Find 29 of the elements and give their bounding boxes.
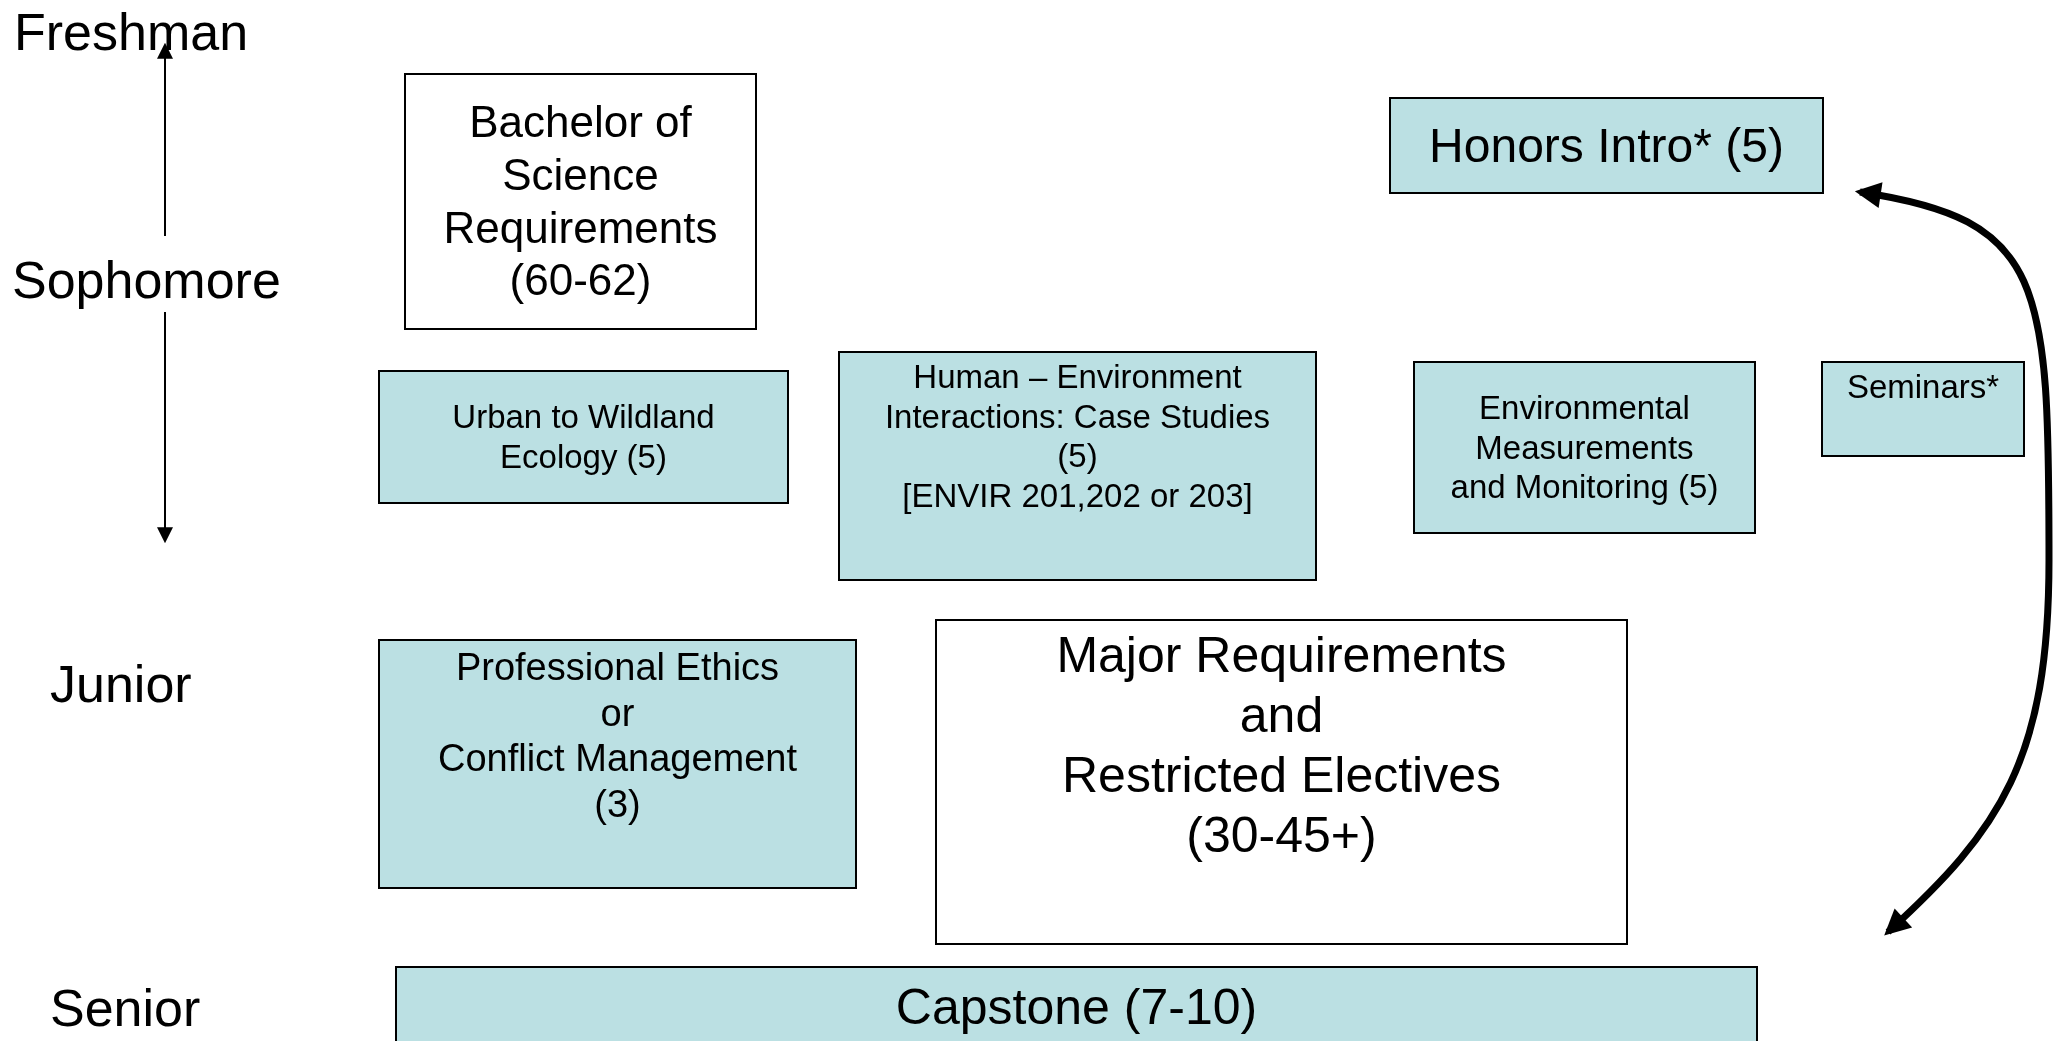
course-text: Major Requirements — [1056, 626, 1507, 685]
course-text: Human – Environment Interactions: Case Studies (5) — [883, 357, 1272, 476]
course-box — [1413, 361, 1756, 534]
course-text: [ENVIR 201,202 or 203] — [902, 475, 1253, 516]
course-text: (3) — [594, 781, 641, 827]
year-label: Junior — [50, 658, 192, 710]
course-box — [404, 73, 757, 330]
course-text: Conflict Management — [437, 736, 798, 782]
course-text: Honors Intro* (5) — [1429, 117, 1784, 174]
course-box — [1821, 361, 2025, 457]
course-text: or — [600, 690, 635, 736]
course-text: Environmental Measurements and Monitoring (5) — [1449, 388, 1720, 507]
course-box — [1389, 97, 1824, 194]
curved-arrow — [1854, 182, 2053, 936]
course-text: Restricted Electives — [1061, 746, 1501, 805]
course-text: Bachelor of Science Requirements (60-62) — [442, 95, 719, 307]
course-text: and — [1239, 686, 1324, 745]
course-text: Seminars* — [1846, 367, 2000, 407]
course-text: Professional Ethics — [455, 645, 780, 690]
course-box — [838, 351, 1317, 581]
course-box — [378, 370, 789, 504]
year-label: Freshman — [14, 6, 249, 58]
course-box — [378, 639, 857, 889]
course-box — [395, 966, 1758, 1041]
course-text: Urban to Wildland Ecology (5) — [451, 397, 716, 477]
course-text: (30-45+) — [1186, 806, 1377, 865]
course-box — [935, 619, 1628, 945]
year-label: Senior — [50, 982, 201, 1034]
course-text: Capstone (7-10) — [895, 978, 1258, 1037]
